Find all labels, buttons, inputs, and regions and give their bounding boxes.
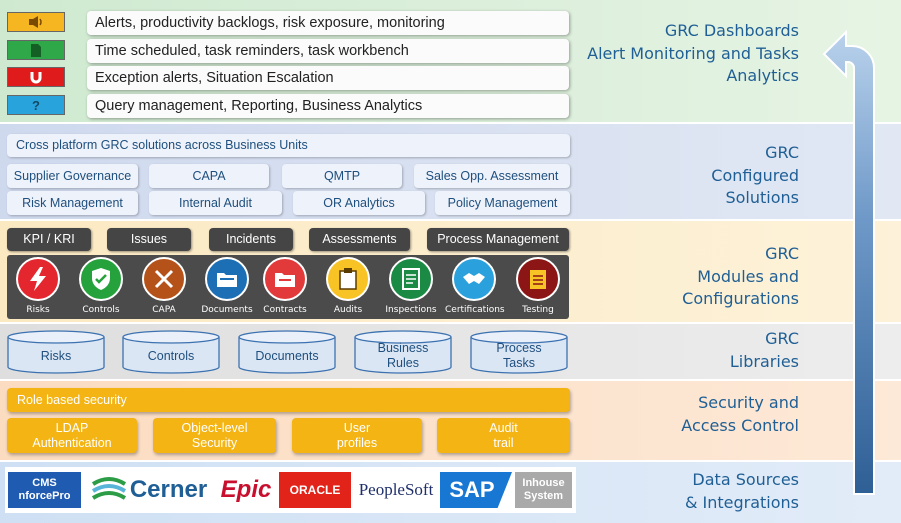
solution-policy-management: Policy Management [435,191,570,215]
library-business-rules: Business Rules [354,330,452,374]
security-object-level: Object-level Security [153,418,276,453]
contract-icon [263,257,307,301]
library-documents: Documents [238,330,336,374]
handshake-icon [452,257,496,301]
dashboard-row-alerts: Alerts, productivity backlogs, risk expo… [87,11,569,35]
security-banner: Role based security [7,388,570,412]
logo-cms-nforcepro: CMS nforcePro [8,472,81,508]
dashboards-title: GRC Dashboards Alert Monitoring and Task… [587,21,799,85]
notepad-icon [516,257,560,301]
module-tab-kpi-kri: KPI / KRI [7,228,91,251]
question-icon: ? [7,95,65,115]
module-inspections: Inspections [382,257,440,315]
security-ldap: LDAP Authentication [7,418,137,453]
solution-sales-opp: Sales Opp. Assessment [414,164,570,188]
cerner-swoosh-icon [91,477,126,500]
solution-or-analytics: OR Analytics [293,191,425,215]
solution-qmtp: QMTP [282,164,402,188]
module-audits: Audits [319,257,377,315]
library-process-tasks: Process Tasks [470,330,568,374]
module-capa: CAPA [135,257,193,315]
logo-cerner: Cerner [85,472,213,508]
tools-icon [142,257,186,301]
logo-oracle: ORACLE [279,472,351,508]
upward-flow-arrow [822,29,875,495]
folder-icon [205,257,249,301]
module-risks: Risks [9,257,67,315]
module-tab-incidents: Incidents [209,228,293,251]
logo-epic: Epic [220,476,272,503]
logo-peoplesoft: PeopleSoft [358,480,434,499]
magnet-icon [7,67,65,87]
library-risks: Risks [7,330,105,374]
solution-internal-audit: Internal Audit [149,191,282,215]
library-controls: Controls [122,330,220,374]
dashboard-row-exceptions: Exception alerts, Situation Escalation [87,66,569,90]
logo-inhouse-system: Inhouse System [515,472,572,508]
clipboard-icon [326,257,370,301]
modules-title: GRC Modules and Configurations [682,244,799,308]
module-certifications: Certifications [445,257,505,315]
module-controls: Controls [72,257,130,315]
solution-capa: CAPA [149,164,269,188]
shield-icon [79,257,123,301]
dashboard-row-query: Query management, Reporting, Business An… [87,94,569,118]
lightning-icon [16,257,60,301]
module-tab-issues: Issues [107,228,191,251]
module-documents: Documents [198,257,256,315]
module-tab-process-management: Process Management [427,228,569,251]
security-title: Security and Access Control [681,393,799,435]
module-tab-assessments: Assessments [309,228,410,251]
security-audit-trail: Audit trail [437,418,570,453]
libraries-title: GRC Libraries [729,329,799,371]
module-testing: Testing [509,257,567,315]
data-title: Data Sources & Integrations [684,470,799,512]
dashboard-row-tasks: Time scheduled, task reminders, task wor… [87,39,569,63]
solutions-banner: Cross platform GRC solutions across Busi… [7,134,570,157]
checklist-icon [389,257,433,301]
solution-supplier-governance: Supplier Governance [7,164,138,188]
solution-risk-management: Risk Management [7,191,138,215]
solutions-title: GRC Configured Solutions [711,143,799,207]
speaker-icon [7,12,65,32]
security-user-profiles: User profiles [292,418,422,453]
document-icon [7,40,65,60]
module-contracts: Contracts [256,257,314,315]
